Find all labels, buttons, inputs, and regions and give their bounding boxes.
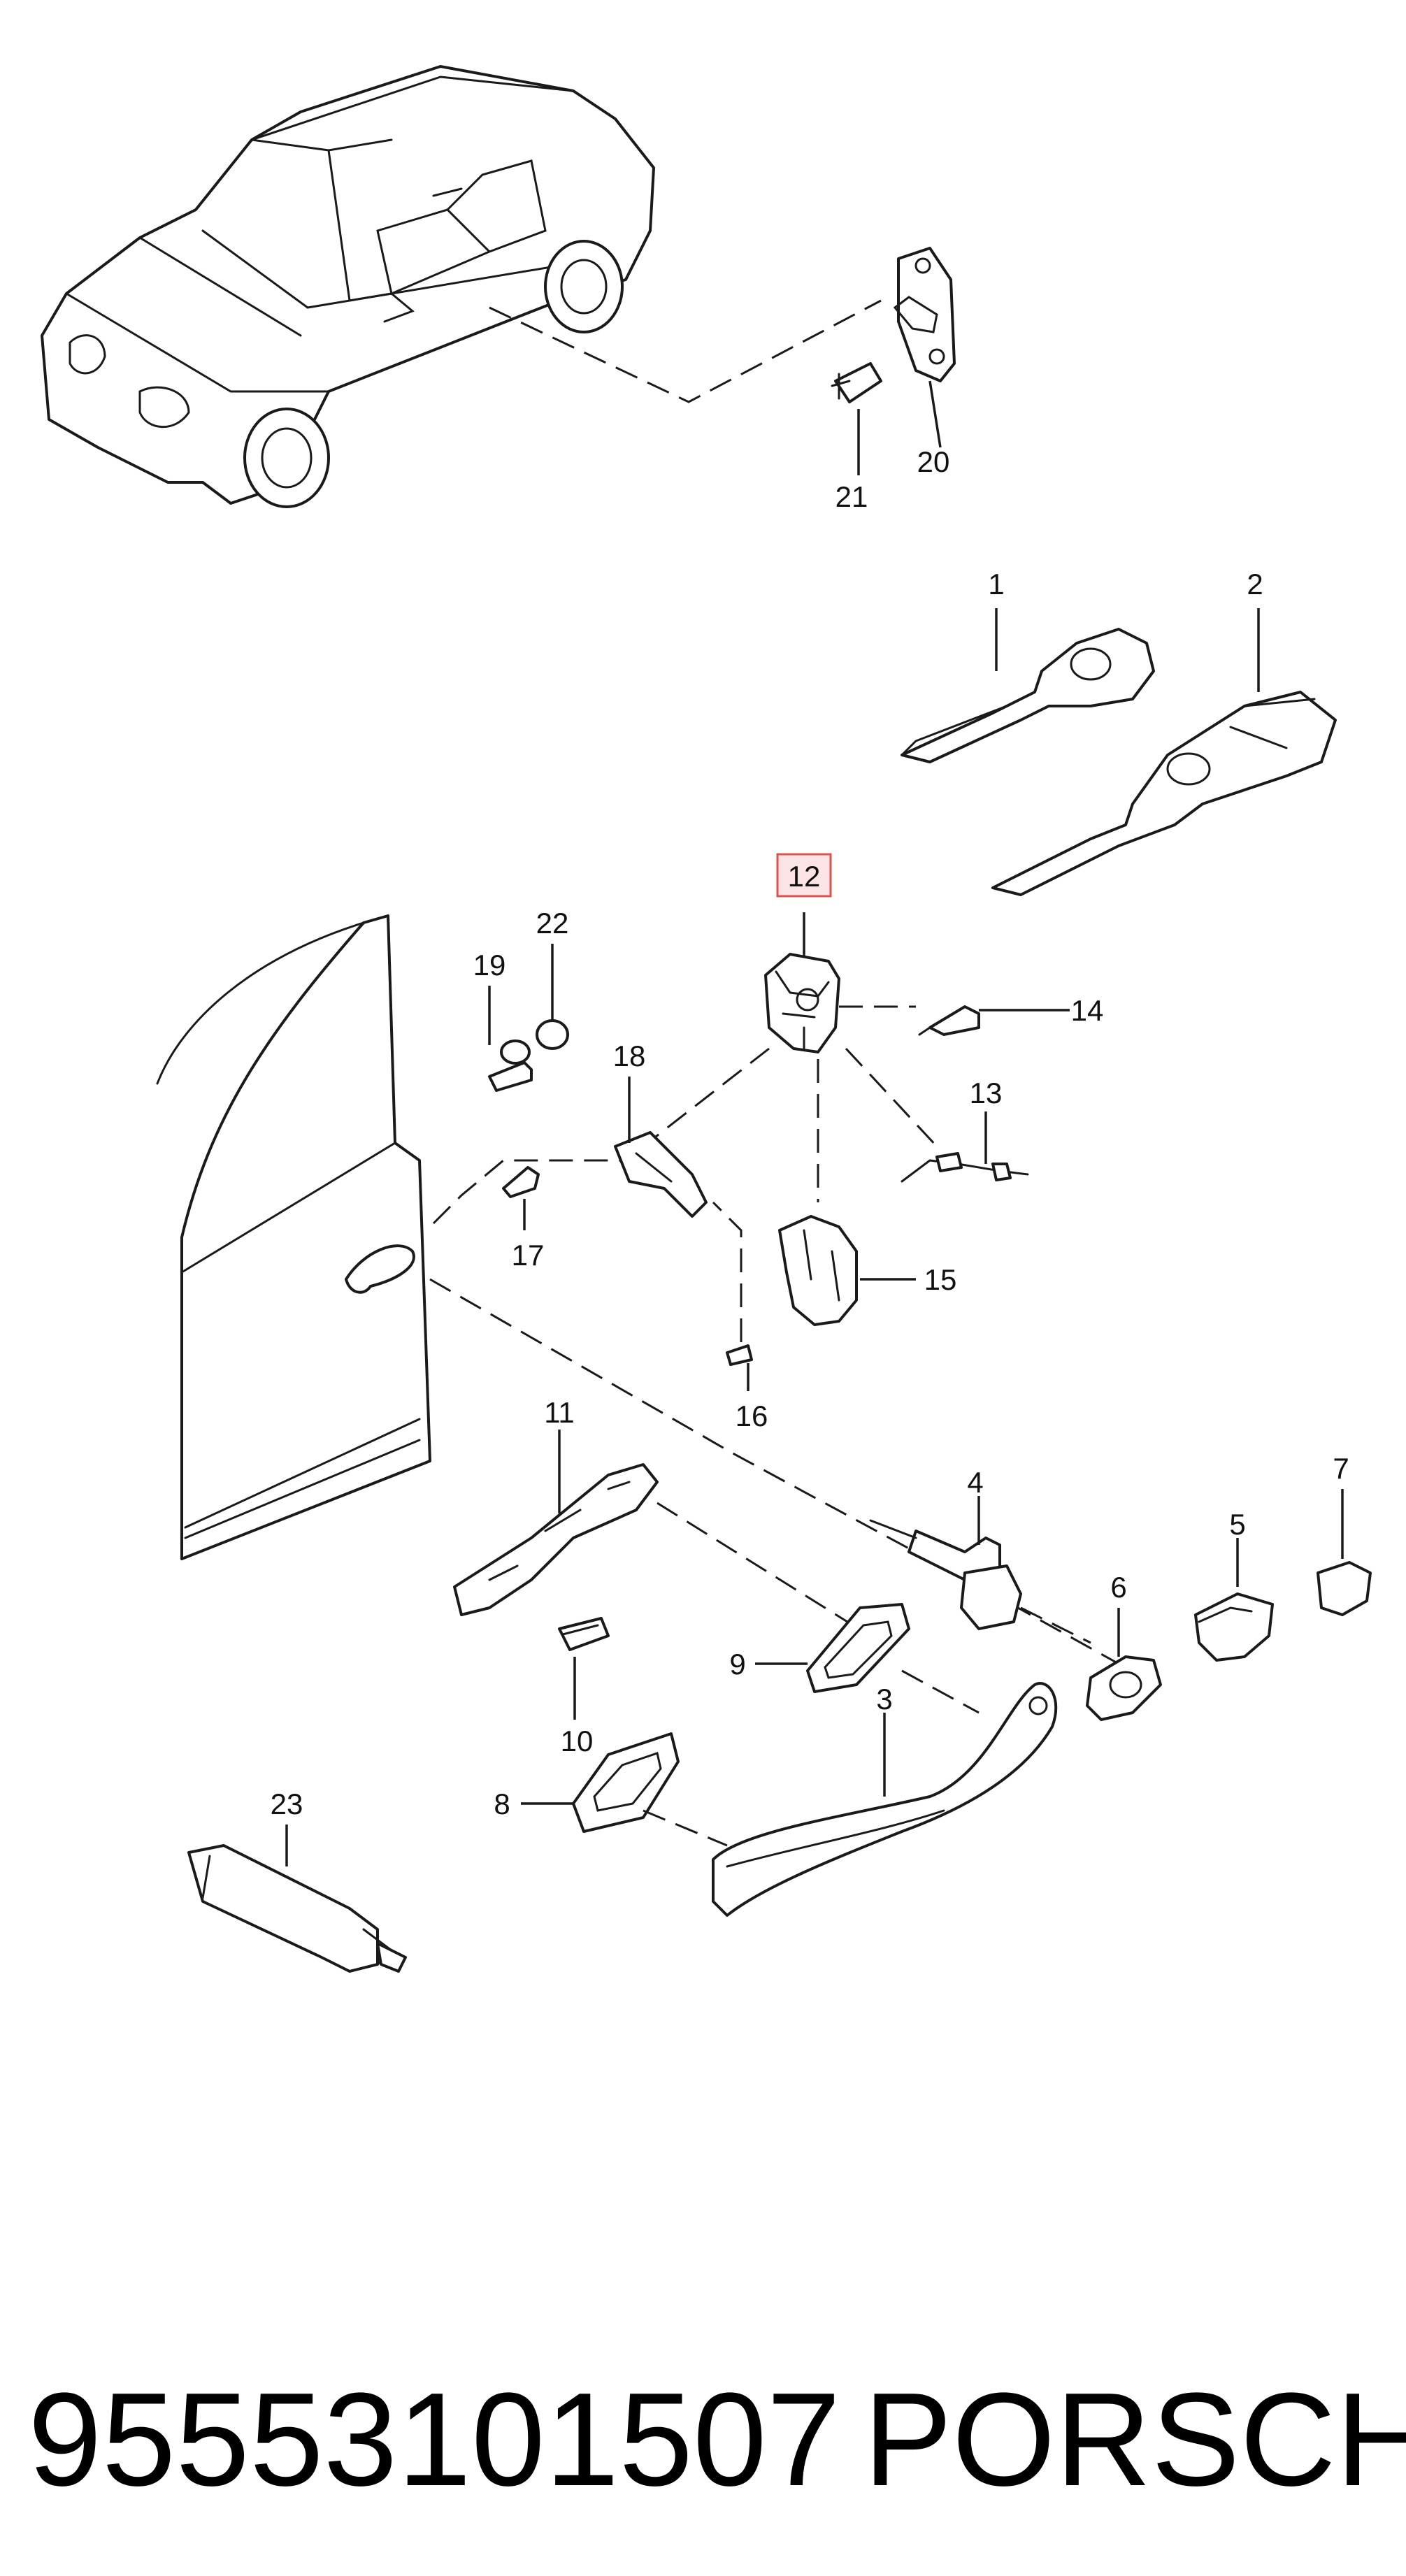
lock-cable-part <box>901 1152 1029 1183</box>
callout-16: 16 <box>736 1399 768 1432</box>
callout-11: 11 <box>544 1396 575 1429</box>
bracket-part-18 <box>614 1131 708 1218</box>
door-outline <box>156 914 431 1560</box>
handle-carrier-part <box>453 1463 659 1616</box>
rear-gasket-part <box>572 1732 680 1833</box>
pin-part-16 <box>726 1344 753 1366</box>
callout-18: 18 <box>613 1039 646 1072</box>
key-part-1 <box>901 628 1155 763</box>
cap-part-7 <box>1317 1561 1372 1616</box>
callout-23: 23 <box>271 1787 303 1820</box>
callout-21: 21 <box>835 480 868 513</box>
callout-15: 15 <box>924 1263 957 1296</box>
callout-10: 10 <box>561 1725 594 1757</box>
callout-12: 12 <box>788 860 821 893</box>
door-handle-part <box>712 1682 1058 1917</box>
callout-2: 2 <box>1247 568 1263 600</box>
callout-labels: 1 2 3 4 5 6 7 8 9 10 11 12 13 14 15 16 1… <box>271 445 1349 1820</box>
door-lock-part <box>764 953 840 1053</box>
striker-screw-part <box>831 362 882 403</box>
handle-gasket-part <box>806 1603 910 1693</box>
callout-14: 14 <box>1071 994 1104 1027</box>
callout-17: 17 <box>512 1239 545 1272</box>
bolt-part-19 <box>488 1039 533 1092</box>
handle-screw-part <box>558 1617 610 1651</box>
lock-switch-part <box>918 1005 980 1036</box>
lock-cylinder-part <box>869 1519 1022 1630</box>
part-number-text: 95553101507 <box>28 2366 840 2514</box>
callout-1: 1 <box>988 568 1004 600</box>
callout-8: 8 <box>494 1787 510 1820</box>
callout-7: 7 <box>1333 1452 1349 1485</box>
cover-cap-part-6 <box>1086 1655 1162 1721</box>
ring-part-22 <box>536 1019 569 1050</box>
callout-9: 9 <box>729 1648 745 1681</box>
highlight-box-12 <box>776 853 832 898</box>
cap-part-5 <box>1194 1592 1274 1662</box>
callout-22: 22 <box>536 907 569 940</box>
callout-19: 19 <box>473 949 506 981</box>
callout-6: 6 <box>1110 1571 1126 1604</box>
lock-cover-part <box>778 1215 858 1326</box>
door-striker-plate-part <box>893 247 956 382</box>
key-part-2 <box>991 691 1337 896</box>
brand-text: PORSCHE <box>863 2366 1406 2514</box>
callout-3: 3 <box>876 1683 892 1715</box>
clip-part-17 <box>502 1166 540 1198</box>
callout-13: 13 <box>970 1077 1003 1109</box>
callout-5: 5 <box>1229 1508 1245 1541</box>
callout-20: 20 <box>917 445 950 478</box>
grease-tube-part <box>187 1844 407 1973</box>
vehicle-illustration <box>41 65 882 508</box>
callout-4: 4 <box>967 1466 983 1499</box>
